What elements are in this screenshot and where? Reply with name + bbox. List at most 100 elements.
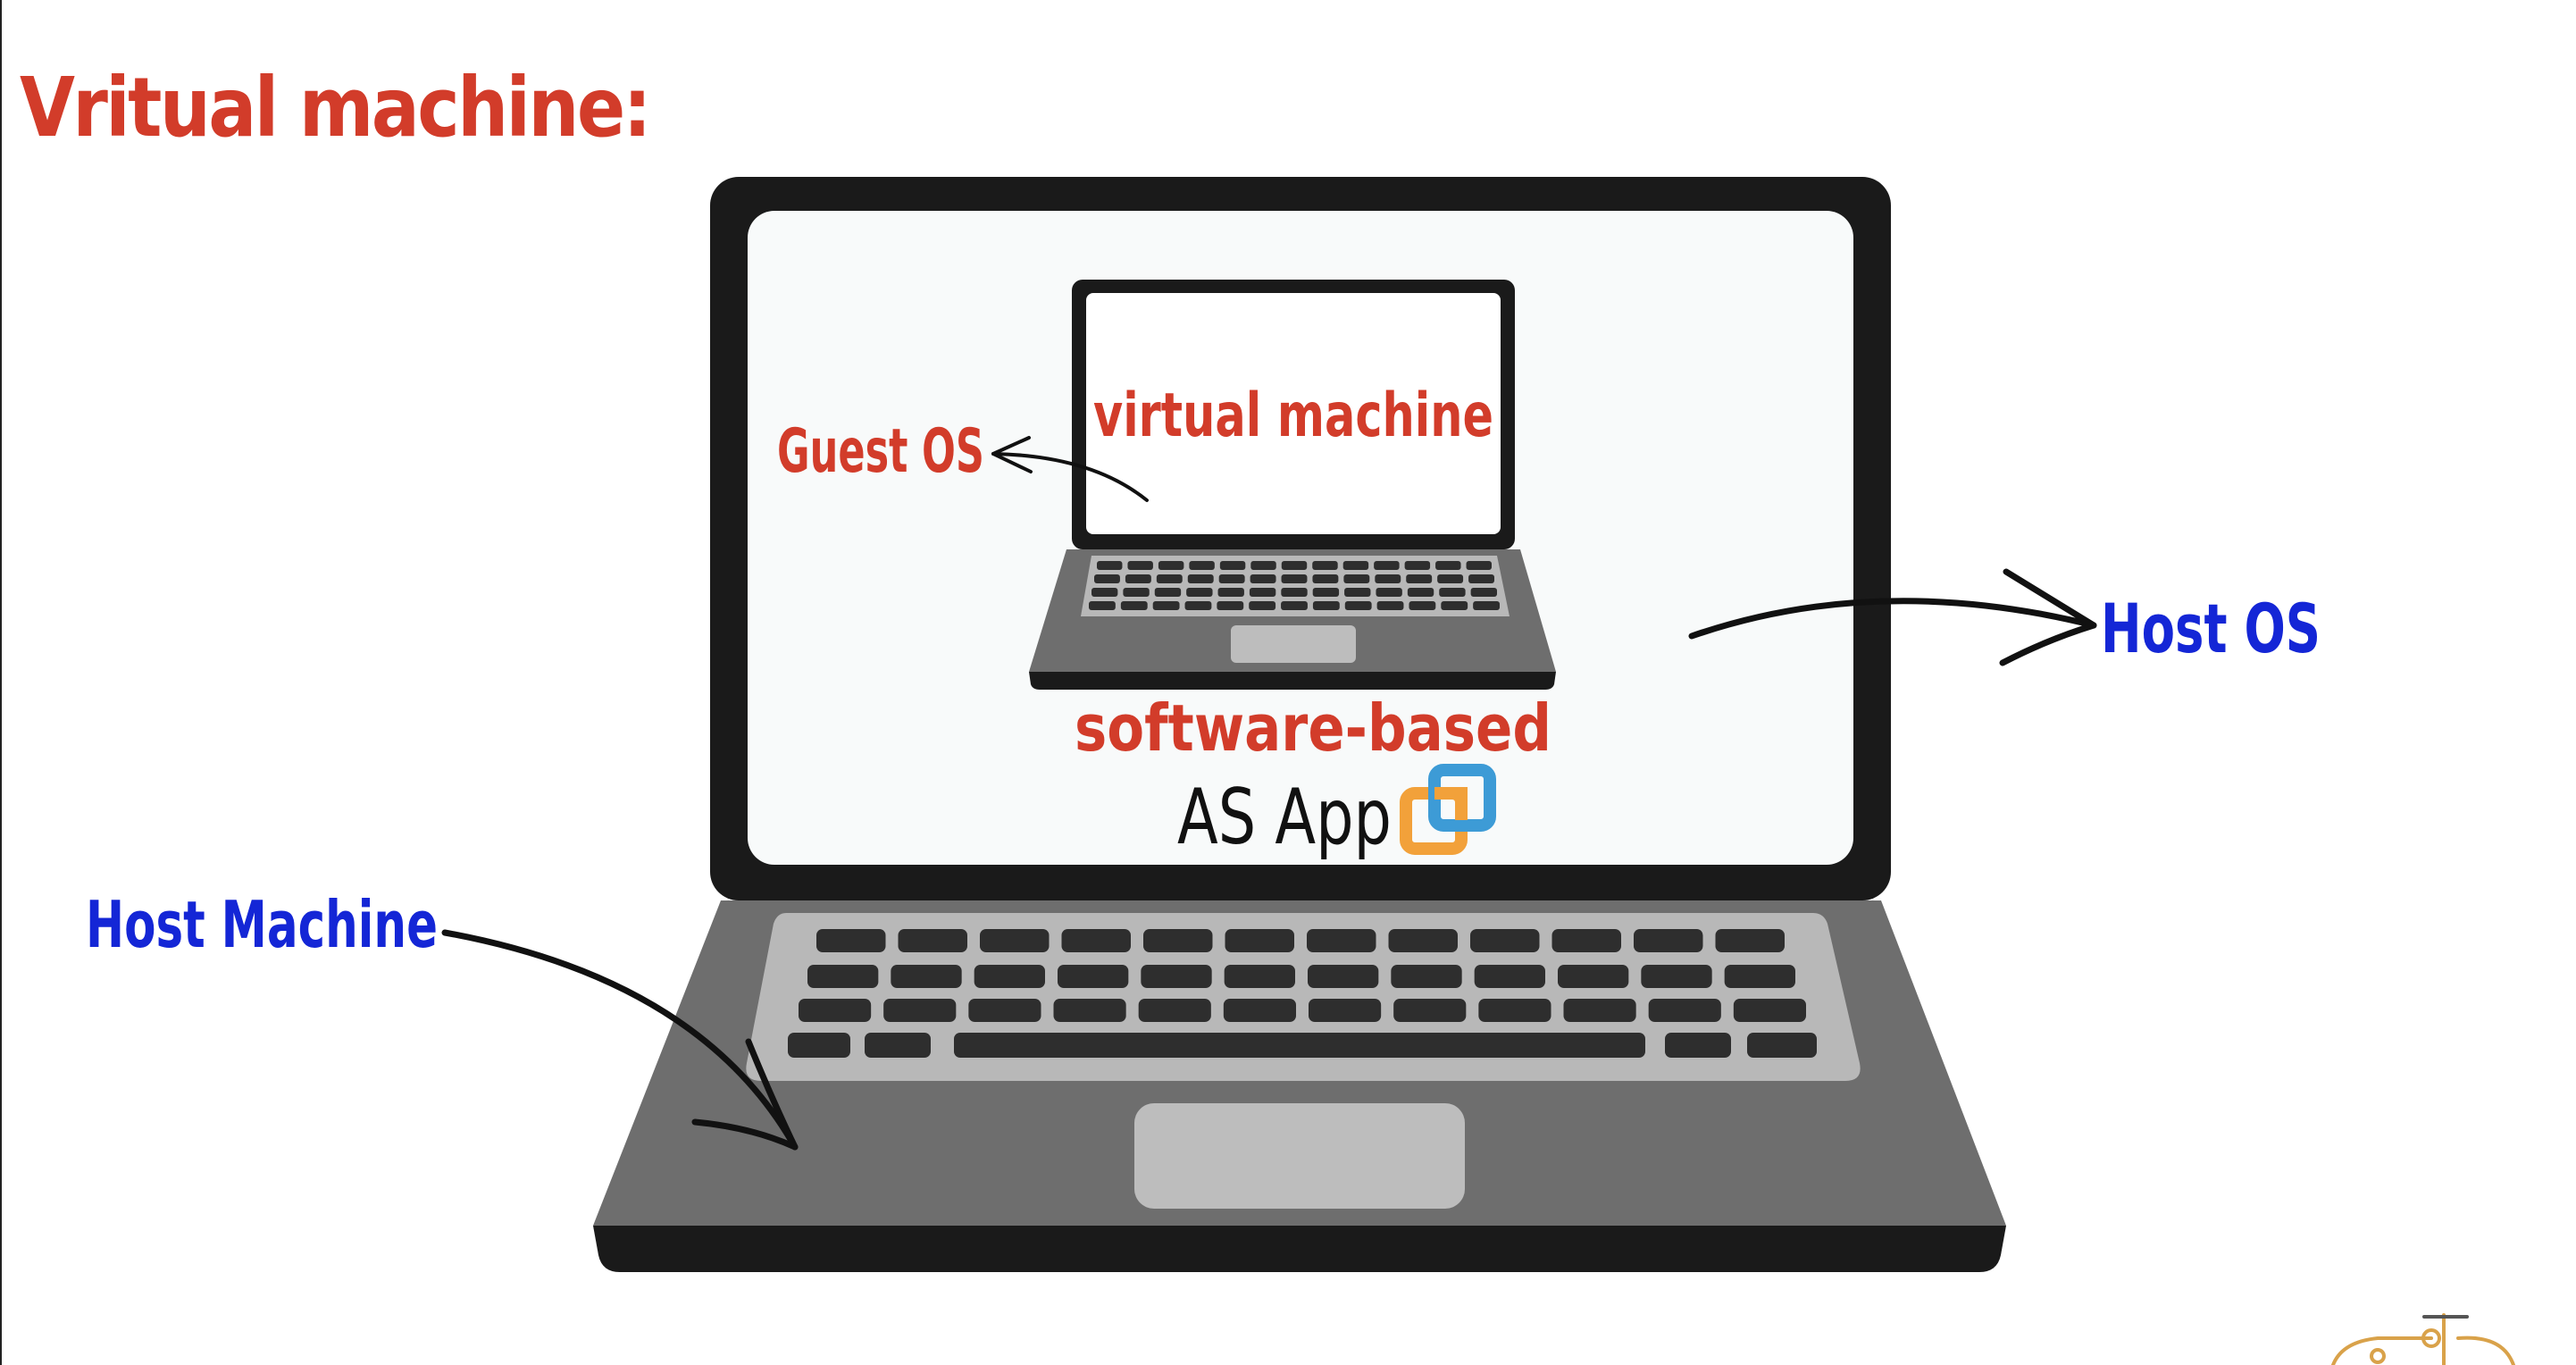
host-os-arrow bbox=[1688, 598, 2097, 640]
page-title: Vritual machine: bbox=[20, 60, 649, 155]
keyboard-key bbox=[1724, 965, 1795, 988]
keyboard-key bbox=[1223, 999, 1296, 1022]
keyboard-key bbox=[1120, 601, 1148, 610]
keyboard-key bbox=[1376, 588, 1402, 597]
keyboard-key bbox=[799, 999, 872, 1022]
keyboard-key bbox=[1249, 601, 1276, 610]
keyboard-key bbox=[1343, 574, 1370, 583]
host-os-arrowhead bbox=[1999, 568, 2097, 666]
keyboard-key bbox=[1224, 965, 1295, 988]
guest-os-arrow bbox=[991, 452, 1149, 502]
keyboard-key bbox=[1152, 601, 1180, 610]
virtualization-app-icon bbox=[1400, 764, 1496, 855]
keyboard-key bbox=[1123, 588, 1150, 597]
keyboard-key bbox=[1388, 929, 1458, 952]
keyboard-key bbox=[1091, 588, 1118, 597]
keyboard-key bbox=[898, 929, 967, 952]
keyboard-key bbox=[1470, 588, 1497, 597]
keyboard-key bbox=[1097, 561, 1123, 570]
keyboard-key bbox=[980, 929, 1050, 952]
keyboard-key bbox=[1468, 574, 1494, 583]
keyboard-key bbox=[968, 999, 1041, 1022]
guest-os-arrowhead bbox=[991, 436, 1033, 473]
host-trackpad bbox=[1134, 1103, 1465, 1209]
keyboard-key bbox=[1141, 965, 1212, 988]
keyboard-key bbox=[1665, 1033, 1731, 1058]
keyboard-key bbox=[1187, 574, 1214, 583]
guest-laptop bbox=[1029, 280, 1556, 690]
keyboard-key bbox=[1563, 999, 1636, 1022]
keyboard-key bbox=[1158, 561, 1184, 570]
keyboard-key bbox=[1376, 601, 1404, 610]
keyboard-key bbox=[1312, 561, 1338, 570]
keyboard-key bbox=[1634, 929, 1703, 952]
keyboard-key bbox=[1217, 601, 1244, 610]
keyboard-key bbox=[1089, 601, 1116, 610]
keyboard-key bbox=[1189, 561, 1215, 570]
keyboard-key bbox=[1342, 561, 1369, 570]
keyboard-key bbox=[1312, 574, 1339, 583]
keyboard-key bbox=[1184, 601, 1212, 610]
keyboard-key bbox=[1249, 588, 1276, 597]
host-laptop-base-front bbox=[593, 1226, 2006, 1272]
keyboard-key bbox=[1747, 1033, 1817, 1058]
keyboard-key bbox=[1061, 929, 1131, 952]
channel-logo-icon bbox=[2331, 1313, 2515, 1365]
host-machine-label: Host Machine bbox=[86, 887, 438, 962]
keyboard-key bbox=[1441, 601, 1468, 610]
keyboard-key bbox=[1312, 588, 1340, 597]
software-based-label: software-based bbox=[1075, 691, 1551, 766]
keyboard-key bbox=[1375, 574, 1401, 583]
keyboard-key bbox=[1138, 999, 1211, 1022]
keyboard-key bbox=[1406, 574, 1433, 583]
keyboard-key bbox=[1308, 965, 1379, 988]
keyboard-key bbox=[816, 929, 886, 952]
keyboard-key bbox=[788, 1033, 850, 1058]
keyboard-key bbox=[1281, 574, 1308, 583]
host-keyboard-keys bbox=[788, 929, 1817, 1058]
keyboard-key bbox=[1393, 999, 1467, 1022]
keyboard-key bbox=[1218, 574, 1245, 583]
keyboard-key bbox=[1391, 965, 1462, 988]
keyboard-key bbox=[1473, 601, 1500, 610]
keyboard-key bbox=[1312, 601, 1340, 610]
keyboard-key bbox=[1466, 561, 1492, 570]
keyboard-key bbox=[1281, 588, 1308, 597]
guest-laptop-base-front bbox=[1029, 672, 1556, 690]
guest-os-label: Guest OS bbox=[777, 416, 984, 487]
keyboard-key bbox=[1641, 965, 1712, 988]
keyboard-key bbox=[865, 1033, 931, 1058]
keyboard-key bbox=[1058, 965, 1129, 988]
guest-keyboard-keys bbox=[1089, 561, 1500, 610]
keyboard-key bbox=[1127, 561, 1153, 570]
keyboard-key bbox=[1715, 929, 1785, 952]
host-machine-arrow bbox=[441, 929, 799, 1151]
keyboard-key bbox=[1344, 601, 1372, 610]
keyboard-key bbox=[1053, 999, 1126, 1022]
keyboard-key bbox=[1558, 965, 1629, 988]
keyboard-key bbox=[1409, 601, 1436, 610]
keyboard-key bbox=[1551, 929, 1621, 952]
keyboard-key bbox=[1307, 929, 1376, 952]
keyboard-key bbox=[1733, 999, 1806, 1022]
keyboard-key bbox=[1186, 588, 1213, 597]
keyboard-key bbox=[1478, 999, 1551, 1022]
keyboard-key bbox=[1470, 929, 1540, 952]
keyboard-key bbox=[807, 965, 879, 988]
keyboard-key bbox=[891, 965, 962, 988]
as-app-label: AS App bbox=[1177, 773, 1392, 862]
keyboard-key bbox=[1407, 588, 1434, 597]
keyboard-key bbox=[1437, 574, 1464, 583]
keyboard-key bbox=[1250, 574, 1276, 583]
keyboard-key bbox=[974, 965, 1045, 988]
keyboard-spacebar bbox=[954, 1033, 1645, 1058]
guest-laptop-screen bbox=[1086, 293, 1501, 534]
keyboard-key bbox=[1281, 561, 1308, 570]
keyboard-key bbox=[883, 999, 957, 1022]
keyboard-key bbox=[1435, 561, 1461, 570]
keyboard-key bbox=[1094, 574, 1120, 583]
keyboard-key bbox=[1281, 601, 1308, 610]
keyboard-key bbox=[1439, 588, 1466, 597]
guest-trackpad bbox=[1231, 625, 1356, 663]
